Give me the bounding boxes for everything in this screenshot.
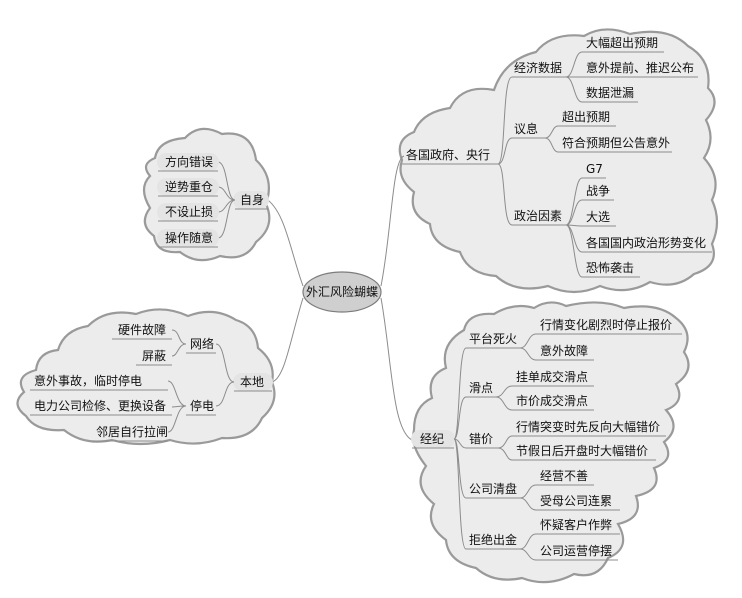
leaf-power-accident-outage: 意外事故，临时停电	[34, 374, 143, 388]
connector-self-leaves	[217, 161, 236, 239]
leaf-rate-expected-but-surprise: 符合预期但公告意外	[562, 136, 671, 150]
leaf-liquidation-parent-company: 受母公司连累	[540, 494, 613, 508]
pill-broker	[411, 430, 455, 448]
underline-gov-subs	[512, 76, 566, 226]
connector-rate-leaves	[544, 125, 559, 153]
connector-gov-subs	[497, 76, 513, 226]
underline-politics-leaves	[582, 177, 712, 278]
connector-power-leaves	[167, 380, 187, 433]
leaf-rate-beyond-expectation: 超出预期	[562, 110, 611, 124]
leaf-liquidation-poor-management: 经营不善	[540, 469, 589, 483]
underline-power-leaves	[30, 389, 172, 442]
leaf-econ-beyond-expectation: 大幅超出预期	[586, 36, 659, 50]
leaf-politics-g7: G7	[586, 162, 603, 176]
cloud-local	[16, 308, 276, 446]
pill-self-leaf-4	[157, 229, 219, 247]
leaf-crash-unexpected-failure: 意外故障	[540, 344, 589, 358]
sub-label-slippage: 滑点	[469, 381, 494, 395]
underline-self-leaves	[158, 170, 218, 248]
pill-self	[233, 191, 269, 209]
branch-label-local: 本地	[240, 375, 265, 389]
connector-root-gov	[380, 155, 405, 287]
leaf-crash-stop-quoting: 行情变化剧烈时停止报价	[540, 318, 673, 332]
sub-label-power: 停电	[190, 399, 215, 413]
underline-local-subs	[186, 352, 216, 416]
sub-label-misprice: 错价	[469, 432, 494, 446]
leaf-politics-terror-attack: 恐怖袭击	[586, 261, 635, 275]
connector-root-self	[264, 197, 304, 287]
leaf-misprice-reverse-spike: 行情突变时先反向大幅错价	[516, 420, 661, 434]
cloud-gov	[398, 28, 719, 294]
connector-broker-subs	[453, 347, 467, 550]
leaf-refuse-operations-halted: 公司运营停摆	[540, 544, 613, 558]
leaf-power-neighbor-switch: 邻居自行拉闸	[96, 425, 169, 439]
branch-label-self: 自身	[240, 193, 265, 207]
connector-local-subs	[215, 343, 235, 407]
sub-label-rate-meeting: 议息	[514, 122, 539, 136]
underline-network-leaves	[112, 338, 172, 366]
leaf-misprice-holiday-open: 节假日后开盘时大幅错价	[516, 444, 649, 458]
cloud-broker	[412, 301, 690, 584]
sub-label-network: 网络	[190, 337, 215, 351]
leaf-self-wrong-direction: 方向错误	[165, 155, 214, 169]
sub-label-politics: 政治因素	[514, 209, 563, 223]
underline-econ-leaves	[582, 51, 698, 103]
leaf-politics-election: 大选	[586, 210, 611, 224]
connector-econ-leaves	[565, 51, 583, 103]
underline-broker-subs	[466, 347, 520, 550]
root-node-shape	[302, 271, 382, 313]
underline-broker-leaves	[512, 333, 682, 561]
connector-politics-leaves	[565, 177, 583, 278]
leaf-econ-early-late-release: 意外提前、推迟公布	[586, 61, 695, 75]
branch-label-broker: 经纪	[420, 432, 445, 446]
leaf-network-hardware-failure: 硬件故障	[118, 323, 167, 337]
connector-root-broker	[380, 297, 413, 441]
sub-label-refuse-withdrawal: 拒绝出金	[469, 533, 518, 547]
leaf-slip-pending-order: 挂单成交滑点	[516, 370, 589, 384]
leaf-self-no-stop-loss: 不设止损	[165, 205, 214, 219]
connector-root-local	[271, 297, 304, 383]
connector-broker-leaves	[495, 333, 537, 561]
leaf-slip-market-order: 市价成交滑点	[516, 394, 589, 408]
pill-self-leaf-1	[157, 153, 219, 171]
leaf-econ-data-leak: 数据泄漏	[586, 86, 635, 100]
pill-self-leaf-2	[157, 178, 219, 196]
branch-label-gov: 各国政府、央行	[406, 148, 491, 162]
root-node-label: 外汇风险蝴蝶	[306, 285, 379, 299]
leaf-self-heavy-counter-trend: 逆势重仓	[165, 180, 214, 194]
leaf-politics-domestic-change: 各国国内政治形势变化	[586, 236, 707, 250]
leaf-network-blocked: 屏蔽	[142, 349, 167, 363]
sub-label-liquidation: 公司清盘	[469, 482, 518, 496]
leaf-refuse-suspect-cheating: 怀疑客户作弊	[540, 518, 613, 532]
pill-local	[233, 373, 273, 391]
underline-rate-leaves	[558, 125, 672, 153]
sub-label-econ-data: 经济数据	[514, 61, 563, 75]
sub-label-platform-crash: 平台死火	[469, 332, 518, 346]
connector-network-leaves	[171, 329, 187, 357]
leaf-self-random-operation: 操作随意	[165, 231, 214, 245]
pill-self-leaf-3	[157, 203, 219, 221]
leaf-politics-war: 战争	[586, 184, 611, 198]
leaf-power-maintenance: 电力公司检修、更换设备	[34, 399, 167, 413]
